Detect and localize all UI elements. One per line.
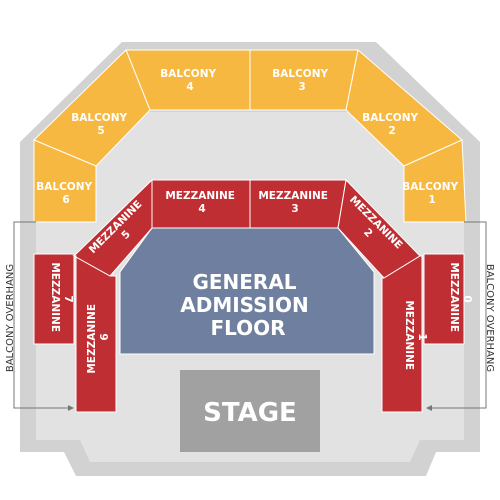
general-admission-floor[interactable]: GENERAL ADMISSION FLOOR	[119, 227, 375, 355]
mezzanine-7-number: 7	[62, 295, 74, 302]
mezzanine-3-number: 3	[291, 203, 298, 215]
mezzanine-section-7[interactable]: MEZZANINE 7	[33, 253, 75, 345]
svg-text:BALCONY 6: BALCONY 6	[36, 181, 96, 206]
balcony-2-number: 2	[388, 125, 395, 137]
mezzanine-1-number: 1	[416, 333, 428, 340]
svg-text:MEZZANINE 1: MEZZANINE 1	[403, 300, 428, 373]
balcony-4-name: BALCONY	[160, 68, 216, 80]
stage-label: STAGE	[203, 398, 297, 428]
overhang-left-arrow-icon	[68, 405, 74, 411]
mezzanine-section-3[interactable]: MEZZANINE 3	[249, 179, 347, 229]
mezzanine-section-1[interactable]: MEZZANINE 1	[381, 255, 428, 413]
mezzanine-0-name: MEZZANINE	[448, 262, 460, 332]
balcony-section-5[interactable]: BALCONY 5	[33, 49, 151, 167]
balcony-overhang-left-label: BALCONY OVERHANG	[5, 264, 16, 372]
balcony-6-number: 6	[62, 194, 69, 206]
mezzanine-4-number: 4	[198, 203, 205, 215]
floor-label-line-1: GENERAL	[192, 270, 296, 294]
svg-text:BALCONY 1: BALCONY 1	[402, 181, 462, 206]
mezzanine-section-6[interactable]: MEZZANINE 6	[72, 255, 117, 413]
svg-text:MEZZANINE 6: MEZZANINE 6	[86, 300, 111, 373]
balcony-4-number: 4	[186, 81, 193, 93]
svg-text:GENERAL ADMISSION: GENERAL ADMISSION FLOOR	[180, 270, 315, 340]
mezzanine-6-name: MEZZANINE	[86, 304, 98, 374]
svg-text:BALCONY 4: BALCONY 4	[160, 68, 220, 93]
mezzanine-6-number: 6	[99, 333, 111, 340]
svg-text:MEZZANINE 0: MEZZANINE 0	[448, 262, 473, 335]
svg-text:BALCONY 3: BALCONY 3	[272, 68, 332, 93]
svg-text:MEZZANINE 3: MEZZANINE 3	[258, 190, 331, 215]
balcony-6-name: BALCONY	[36, 181, 92, 193]
mezzanine-4-name: MEZZANINE	[165, 190, 235, 202]
overhang-right-arrow-icon	[426, 405, 432, 411]
mezzanine-section-0[interactable]: MEZZANINE 0	[423, 253, 473, 345]
mezzanine-section-4[interactable]: MEZZANINE 4	[151, 179, 251, 229]
svg-text:MEZZANINE 7: MEZZANINE 7	[49, 262, 74, 335]
balcony-5-name: BALCONY	[71, 112, 127, 124]
svg-text:BALCONY 2: BALCONY 2	[362, 112, 422, 137]
svg-text:BALCONY 5: BALCONY 5	[71, 112, 131, 137]
mezzanine-0-number: 0	[461, 295, 473, 302]
floor-label-line-2: ADMISSION	[180, 293, 309, 317]
balcony-overhang-right-label: BALCONY OVERHANG	[484, 264, 495, 372]
mezzanine-1-name: MEZZANINE	[403, 300, 415, 370]
mezzanine-3-name: MEZZANINE	[258, 190, 328, 202]
balcony-3-number: 3	[298, 81, 305, 93]
balcony-section-2[interactable]: BALCONY 2	[345, 49, 463, 167]
balcony-2-name: BALCONY	[362, 112, 418, 124]
balcony-3-name: BALCONY	[272, 68, 328, 80]
svg-text:MEZZANINE 4: MEZZANINE 4	[165, 190, 238, 215]
mezzanine-7-name: MEZZANINE	[49, 262, 61, 332]
balcony-section-3[interactable]: BALCONY 3	[249, 49, 359, 111]
balcony-section-6[interactable]: BALCONY 6	[33, 139, 97, 223]
floor-label-line-3: FLOOR	[210, 316, 285, 340]
balcony-1-name: BALCONY	[402, 181, 458, 193]
balcony-overhang-right: BALCONY OVERHANG	[426, 221, 495, 411]
stage: STAGE	[180, 370, 320, 452]
balcony-1-number: 1	[428, 194, 435, 206]
balcony-5-number: 5	[97, 125, 104, 137]
balcony-overhang-left: BALCONY OVERHANG	[5, 221, 74, 411]
